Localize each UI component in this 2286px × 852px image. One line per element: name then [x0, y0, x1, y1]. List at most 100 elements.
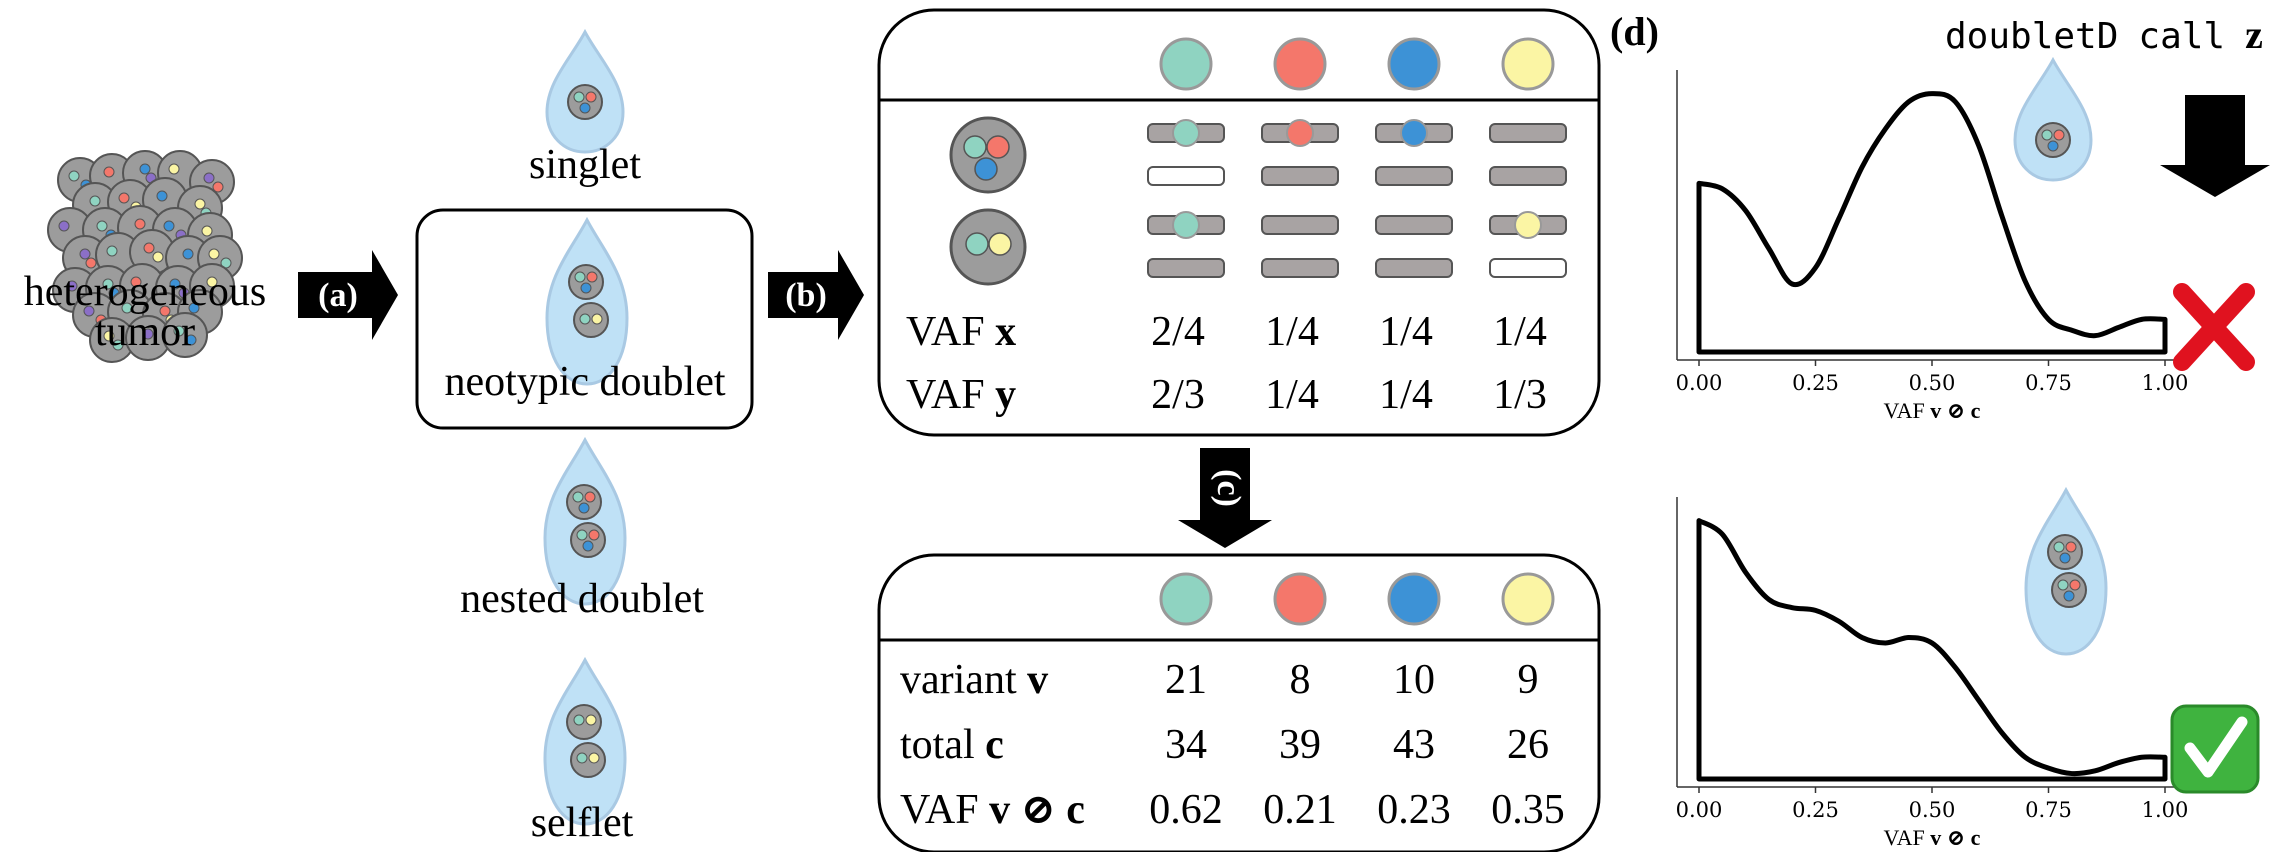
- mutation-marker: [1172, 211, 1200, 239]
- variant-value: 10: [1393, 657, 1435, 703]
- vaf-row-label: VAF v ⊘ c: [900, 787, 1085, 833]
- chromosome-bar: [1147, 258, 1225, 278]
- nested-doublet-droplet-icon: [543, 438, 627, 606]
- mutation-color-header: [1159, 37, 1555, 91]
- vaf-y-value: 2/3: [1151, 372, 1205, 418]
- x-axis-label: VAF v ⊘ c: [1884, 398, 1981, 423]
- arrow-c: (c): [1178, 448, 1272, 548]
- x-tick-label: 0.25: [1792, 798, 1839, 822]
- doublet-cell-neotypic-icon: [949, 116, 1027, 194]
- total-value: 26: [1507, 722, 1549, 768]
- vaf-value: 0.21: [1263, 787, 1337, 833]
- singlet-droplet-icon: [545, 30, 625, 154]
- vaf-x-value: 2/4: [1151, 309, 1205, 355]
- x-tick-label: 0.75: [2025, 371, 2072, 395]
- mutation-dot: [1273, 572, 1327, 626]
- droplet-label-neotypic-doublet: neotypic doublet: [444, 359, 725, 405]
- mutation-dot: [1159, 37, 1213, 91]
- vaf-y-value: 1/4: [1265, 372, 1319, 418]
- x-tick-label: 0.25: [1792, 371, 1839, 395]
- total-value: 43: [1393, 722, 1435, 768]
- mutation-marker: [1286, 119, 1314, 147]
- variant-value: 9: [1518, 657, 1539, 703]
- chromosome-bar: [1261, 258, 1339, 278]
- vaf-value: 0.23: [1377, 787, 1451, 833]
- x-tick-label: 0.00: [1676, 371, 1723, 395]
- mutation-marker: [1514, 211, 1542, 239]
- mutation-dot: [1387, 37, 1441, 91]
- variant-row-label: variant v: [900, 657, 1048, 703]
- x-tick-label: 0.50: [1909, 371, 1956, 395]
- mutation-dot: [1159, 572, 1213, 626]
- vaf-x-value: 1/4: [1379, 309, 1433, 355]
- accept-check-icon: [2170, 704, 2260, 794]
- arrow-b-label: (b): [785, 277, 827, 314]
- mutation-dot: [1273, 37, 1327, 91]
- tumor-cell: [125, 315, 171, 361]
- vaf-y-row-label: VAF y: [906, 372, 1016, 418]
- down-arrow-icon: [2160, 95, 2270, 197]
- selflet-droplet-icon: [543, 658, 627, 826]
- chromosome-bar: [1375, 166, 1453, 186]
- x-tick-label: 1.00: [2142, 798, 2189, 822]
- read-count-values: 21 8 10 9 34 39 43 26 0.62 0.21 0.23 0.35: [1149, 657, 1565, 833]
- density-curve: [1696, 518, 2168, 782]
- tumor-label-line2: tumor: [95, 309, 195, 355]
- x-tick-label: 1.00: [2142, 371, 2189, 395]
- droplet-label-singlet: singlet: [529, 142, 641, 188]
- arrow-a: (a): [298, 250, 398, 340]
- mutation-dot: [1501, 572, 1555, 626]
- x-axis-label: VAF v ⊘ c: [1884, 825, 1981, 850]
- x-tick-label: 0.50: [1909, 798, 1956, 822]
- doublet-cell-selflet-icon: [949, 208, 1027, 286]
- chromosome-bar: [1489, 258, 1567, 278]
- chromosome-bar: [1375, 258, 1453, 278]
- chromosome-grid: [1147, 119, 1567, 278]
- mutation-dot: [1501, 37, 1555, 91]
- mutation-marker: [1400, 119, 1428, 147]
- vaf-value: 0.62: [1149, 787, 1223, 833]
- neotypic-doublet-box: [415, 208, 754, 430]
- neotypic-doublet-droplet-icon: [545, 218, 629, 386]
- reject-cross-icon: [2173, 283, 2255, 371]
- total-row-label: total c: [900, 722, 1004, 768]
- mutation-color-header-c: [1159, 572, 1555, 626]
- tumor-cell-cluster: [47, 150, 243, 363]
- total-value: 39: [1279, 722, 1321, 768]
- read-count-panel: variant v total c VAF v ⊘ c 21 8 10 9 34 39 43…: [877, 553, 1601, 852]
- arrow-b: (b): [768, 250, 864, 340]
- chart-top-droplet-icon: [2013, 58, 2093, 182]
- density-curve: [1696, 91, 2168, 355]
- mutation-dot: [1387, 572, 1441, 626]
- tumor-cell: [129, 229, 175, 275]
- chromosome-bar: [1261, 166, 1339, 186]
- panel-d-label: (d): [1610, 9, 1659, 54]
- x-tick-label: 0.75: [2025, 798, 2072, 822]
- x-tick-label: 0.00: [1676, 798, 1723, 822]
- tumor-cell: [162, 312, 208, 358]
- doubletd-call-header: doubletD call z: [1945, 12, 2263, 57]
- arrow-a-label: (a): [318, 277, 358, 314]
- chromosome-bar: [1261, 215, 1339, 235]
- variant-value: 21: [1165, 657, 1207, 703]
- chart-bottom-droplet-icon: [2024, 488, 2108, 656]
- vaf-value: 0.35: [1491, 787, 1565, 833]
- arrow-c-label: (c): [1210, 469, 1247, 507]
- droplet-label-selflet: selflet: [531, 800, 634, 846]
- tumor-label-line1: heterogeneous: [24, 269, 267, 315]
- total-value: 34: [1165, 722, 1207, 768]
- vaf-x-value: 1/4: [1265, 309, 1319, 355]
- chromosome-bar: [1147, 166, 1225, 186]
- vaf-x-row-label: VAF x: [906, 309, 1016, 355]
- variant-value: 8: [1290, 657, 1311, 703]
- chromosome-bar: [1375, 215, 1453, 235]
- vaf-x-value: 1/4: [1493, 309, 1547, 355]
- vaf-y-value: 1/4: [1379, 372, 1433, 418]
- chromosome-bar: [1489, 166, 1567, 186]
- vaf-y-value: 1/3: [1493, 372, 1547, 418]
- droplet-label-nested-doublet: nested doublet: [460, 576, 704, 622]
- genotype-panel: VAF x VAF y 2/4 1/4 1/4 1/4 2/3 1/4 1/4 1/3: [877, 8, 1601, 437]
